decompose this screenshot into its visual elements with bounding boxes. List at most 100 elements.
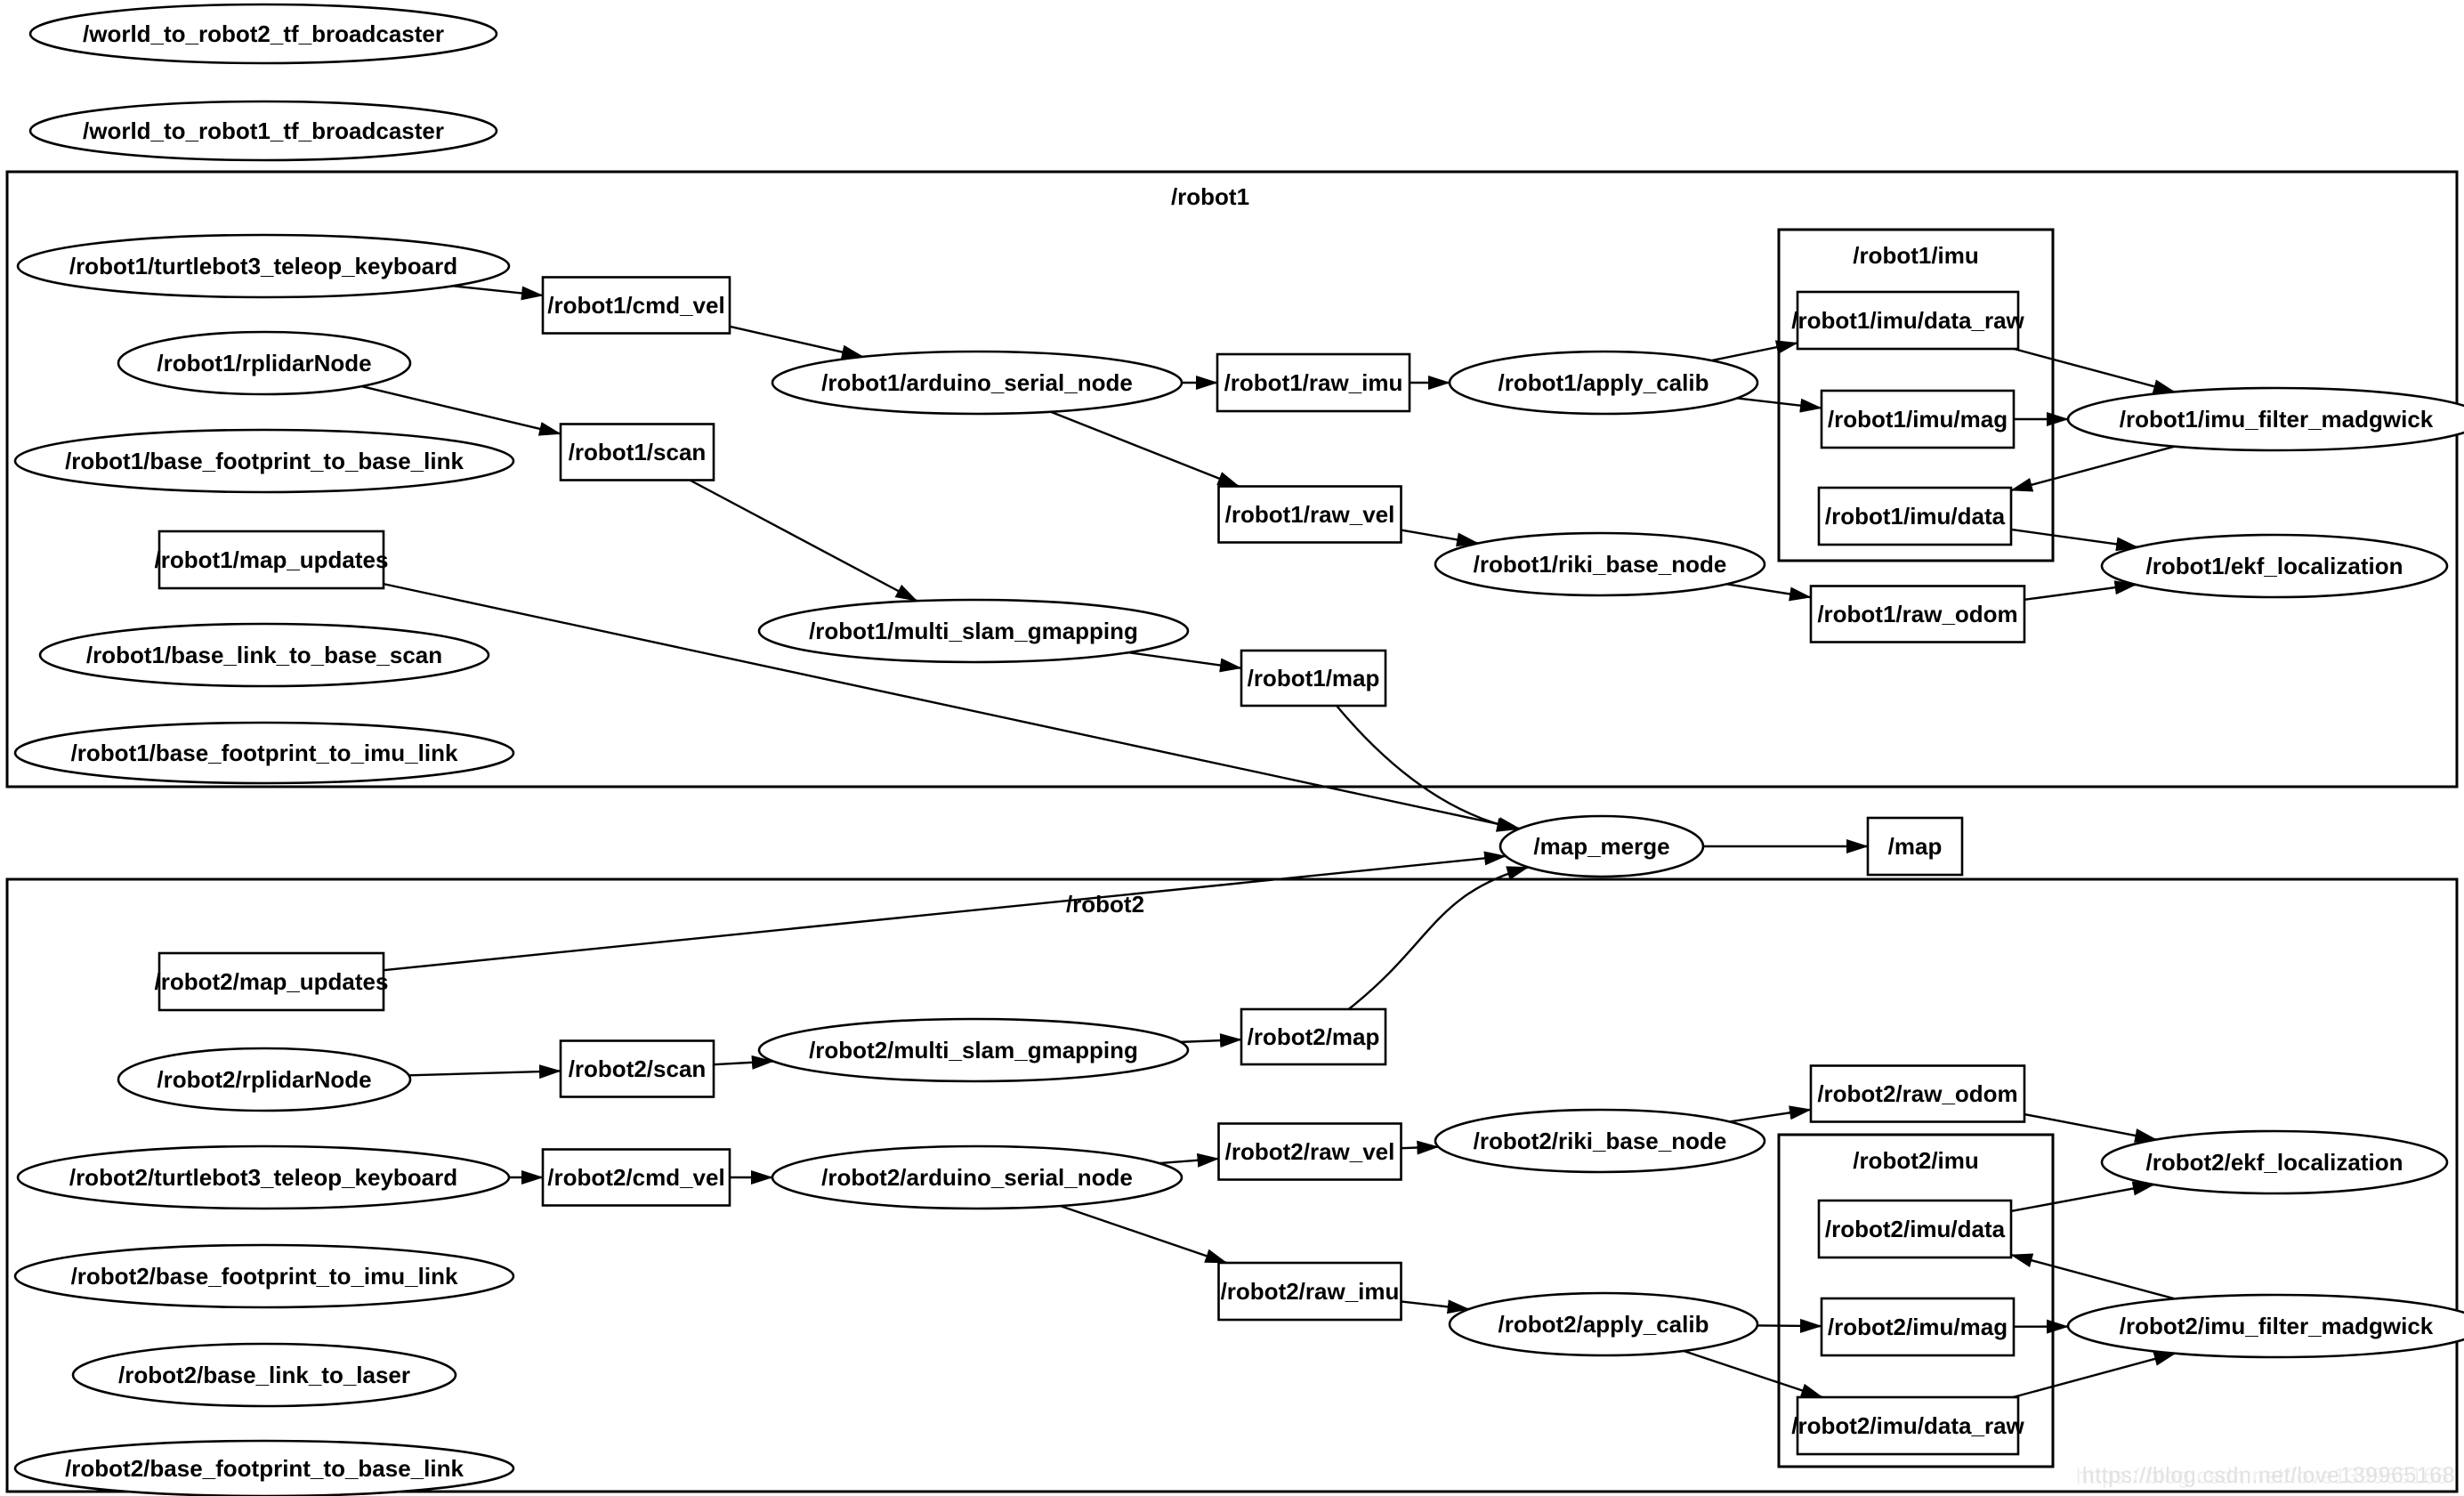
node-r1_slam: /robot1/multi_slam_gmapping	[757, 598, 1190, 664]
node-label-r1_teleop: /robot1/turtlebot3_teleop_keyboard	[69, 253, 457, 279]
node-r1_bltbs: /robot1/base_link_to_base_scan	[38, 622, 490, 688]
edge-r2_apply-to-r2_imu_data_raw	[1683, 1349, 1823, 1399]
node-label-world1_tf: /world_to_robot1_tf_broadcaster	[83, 117, 444, 144]
node-label-r1_bftbl: /robot1/base_footprint_to_base_link	[65, 448, 464, 474]
node-map_merge: /map_merge	[1499, 814, 1705, 878]
node-r1_raw_vel: /robot1/raw_vel	[1217, 485, 1402, 544]
node-r1_imu_mag: /robot1/imu/mag	[1820, 389, 2016, 449]
node-r1_teleop: /robot1/turtlebot3_teleop_keyboard	[16, 233, 511, 299]
node-label-r2_arduino: /robot2/arduino_serial_node	[821, 1164, 1133, 1191]
node-world1_tf: /world_to_robot1_tf_broadcaster	[28, 100, 498, 162]
node-label-r1_apply: /robot1/apply_calib	[1499, 369, 1709, 396]
node-label-map_merge: /map_merge	[1533, 833, 1669, 860]
node-r2_teleop: /robot2/turtlebot3_teleop_keyboard	[16, 1144, 511, 1210]
edge-r2_arduino-to-r2_raw_imu	[1060, 1204, 1228, 1265]
edge-r2_raw_vel-to-r2_riki	[1401, 1140, 1440, 1155]
node-r1_rplidar: /robot1/rplidarNode	[117, 330, 412, 396]
edge-r1_apply-to-r1_imu_mag	[1736, 397, 1822, 413]
node-label-r2_bltl: /robot2/base_link_to_laser	[118, 1362, 410, 1388]
node-r2_arduino: /robot2/arduino_serial_node	[771, 1144, 1184, 1210]
edge-r2_map_updates-to-map_merge	[383, 851, 1507, 972]
cluster-robot1_imu: /robot1/imu	[1777, 228, 2055, 562]
node-r2_imu_data: /robot2/imu/data	[1817, 1199, 2013, 1259]
node-r2_scan: /robot2/scan	[559, 1039, 715, 1098]
node-label-r1_map_updates: /robot1/map_updates	[155, 546, 389, 573]
node-label-r2_imu_data_raw: /robot2/imu/data_raw	[1791, 1412, 2024, 1439]
node-r2_raw_imu: /robot2/raw_imu	[1217, 1261, 1402, 1322]
node-r2_rplidar: /robot2/rplidarNode	[117, 1047, 412, 1112]
node-r2_madgwick: /robot2/imu_filter_madgwick	[2066, 1293, 2464, 1359]
edge-r1_imu_data_raw-to-r1_madgwick	[2014, 347, 2176, 393]
cluster-label-robot2: /robot2	[1066, 891, 1144, 918]
edge-r2_imu_data_raw-to-r2_madgwick	[2012, 1352, 2177, 1399]
node-r2_bfti: /robot2/base_footprint_to_imu_link	[13, 1243, 515, 1309]
node-r1_cmd_vel: /robot1/cmd_vel	[541, 276, 731, 335]
node-r1_bftbl: /robot1/base_footprint_to_base_link	[13, 428, 515, 494]
node-r1_imu_data: /robot1/imu/data	[1817, 486, 2013, 546]
node-r1_raw_odom: /robot1/raw_odom	[1809, 585, 2026, 643]
node-label-r1_bltbs: /robot1/base_link_to_base_scan	[86, 642, 442, 668]
node-label-r2_cmd_vel: /robot2/cmd_vel	[547, 1164, 724, 1191]
node-r1_map_updates: /robot1/map_updates	[155, 530, 389, 590]
edge-r2_raw_imu-to-r2_apply	[1401, 1299, 1470, 1314]
node-r2_imu_mag: /robot2/imu/mag	[1820, 1297, 2016, 1357]
node-r2_bltl: /robot2/base_link_to_laser	[71, 1342, 457, 1408]
edge-r1_raw_vel-to-r1_riki	[1401, 529, 1480, 547]
node-r1_madgwick: /robot1/imu_filter_madgwick	[2066, 386, 2464, 452]
node-label-r2_map_updates: /robot2/map_updates	[155, 968, 389, 995]
node-label-r2_raw_vel: /robot2/raw_vel	[1225, 1138, 1395, 1165]
node-r2_raw_odom: /robot2/raw_odom	[1809, 1064, 2026, 1123]
node-r2_cmd_vel: /robot2/cmd_vel	[541, 1148, 731, 1207]
node-r2_slam: /robot2/multi_slam_gmapping	[757, 1017, 1190, 1083]
node-label-r2_rplidar: /robot2/rplidarNode	[157, 1066, 371, 1093]
edge-r2_slam-to-r2_map	[1180, 1033, 1242, 1048]
node-label-r1_rplidar: /robot1/rplidarNode	[157, 350, 371, 376]
node-label-r1_imu_mag: /robot1/imu/mag	[1828, 406, 2008, 433]
node-label-r2_map: /robot2/map	[1248, 1023, 1380, 1050]
edge-r2_arduino-to-r2_raw_vel	[1159, 1152, 1220, 1168]
edge-r1_raw_odom-to-r1_ekf	[2024, 580, 2137, 602]
node-label-r1_imu_data: /robot1/imu/data	[1825, 503, 2006, 530]
edge-r2_imu_data-to-r2_ekf	[2010, 1181, 2155, 1213]
node-label-map: /map	[1888, 833, 1943, 860]
node-r2_bftbl: /robot2/base_footprint_to_base_link	[13, 1439, 515, 1496]
node-label-world2_tf: /world_to_robot2_tf_broadcaster	[83, 20, 444, 47]
node-r2_map: /robot2/map	[1240, 1007, 1387, 1066]
node-label-r1_riki: /robot1/riki_base_node	[1474, 551, 1727, 578]
edge-r1_rplidar-to-r1_scan	[361, 384, 561, 436]
edge-r1_riki-to-r1_raw_odom	[1726, 583, 1812, 602]
node-world2_tf: /world_to_robot2_tf_broadcaster	[28, 3, 498, 65]
node-label-r2_imu_mag: /robot2/imu/mag	[1828, 1314, 2008, 1340]
edge-r1_imu_data-to-r1_ekf	[2010, 528, 2139, 552]
edge-r1_map_updates-to-map_merge	[383, 582, 1521, 831]
node-label-r2_raw_imu: /robot2/raw_imu	[1221, 1278, 1400, 1305]
node-label-r1_scan: /robot1/scan	[569, 439, 707, 465]
node-label-r1_raw_odom: /robot1/raw_odom	[1817, 601, 2017, 627]
node-r2_map_updates: /robot2/map_updates	[155, 951, 389, 1012]
node-r2_riki: /robot2/riki_base_node	[1434, 1108, 1766, 1174]
edge-r1_cmd_vel-to-r1_arduino	[729, 325, 864, 360]
edge-r2_madgwick-to-r2_imu_data	[2010, 1253, 2176, 1300]
node-r1_scan: /robot1/scan	[559, 423, 715, 481]
node-r1_raw_imu: /robot1/raw_imu	[1216, 352, 1411, 413]
edge-r2_scan-to-r2_slam	[713, 1055, 774, 1070]
node-r2_apply: /robot2/apply_calib	[1448, 1291, 1759, 1357]
node-label-r2_bfti: /robot2/base_footprint_to_imu_link	[71, 1263, 458, 1290]
cluster-label-robot2_imu: /robot2/imu	[1853, 1147, 1979, 1174]
node-label-r2_riki: /robot2/riki_base_node	[1474, 1128, 1727, 1154]
node-label-r2_raw_odom: /robot2/raw_odom	[1817, 1080, 2017, 1107]
cluster-robot1: /robot1	[5, 170, 2459, 788]
node-label-r1_slam: /robot1/multi_slam_gmapping	[809, 618, 1138, 644]
node-label-r1_bfti: /robot1/base_footprint_to_imu_link	[71, 740, 458, 766]
node-label-r2_slam: /robot2/multi_slam_gmapping	[809, 1037, 1138, 1063]
node-r1_map: /robot1/map	[1240, 649, 1387, 708]
node-r2_imu_data_raw: /robot2/imu/data_raw	[1791, 1395, 2025, 1456]
node-label-r2_teleop: /robot2/turtlebot3_teleop_keyboard	[69, 1164, 457, 1191]
node-label-r1_madgwick: /robot1/imu_filter_madgwick	[2120, 406, 2434, 433]
edge-r1_map-to-map_merge	[1336, 705, 1520, 832]
edge-r1_scan-to-r1_slam	[689, 479, 918, 602]
node-label-r2_apply: /robot2/apply_calib	[1499, 1311, 1709, 1338]
node-label-r2_scan: /robot2/scan	[569, 1055, 707, 1082]
edge-r2_riki-to-r2_raw_odom	[1729, 1105, 1812, 1123]
